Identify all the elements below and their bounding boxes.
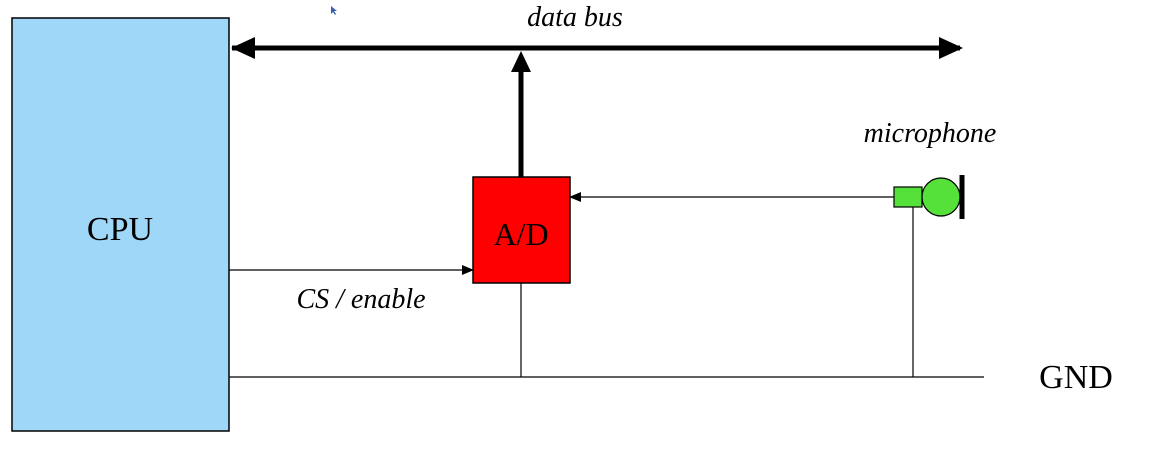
cs-enable-label: CS / enable	[296, 284, 425, 315]
mouse-cursor-icon	[331, 6, 337, 15]
cpu-block	[11, 17, 230, 432]
adc-to-bus-arrowhead	[511, 51, 531, 72]
microphone-label: microphone	[864, 118, 997, 149]
adc-block	[472, 176, 571, 284]
data-bus-label: data bus	[527, 2, 623, 33]
adc-label: A/D	[493, 216, 548, 252]
data-bus-left-arrowhead	[231, 37, 255, 59]
data-bus-right-arrowhead	[939, 37, 963, 59]
gnd-label: GND	[1039, 359, 1113, 396]
cpu-label: CPU	[87, 211, 153, 248]
microphone-icon	[893, 175, 965, 219]
